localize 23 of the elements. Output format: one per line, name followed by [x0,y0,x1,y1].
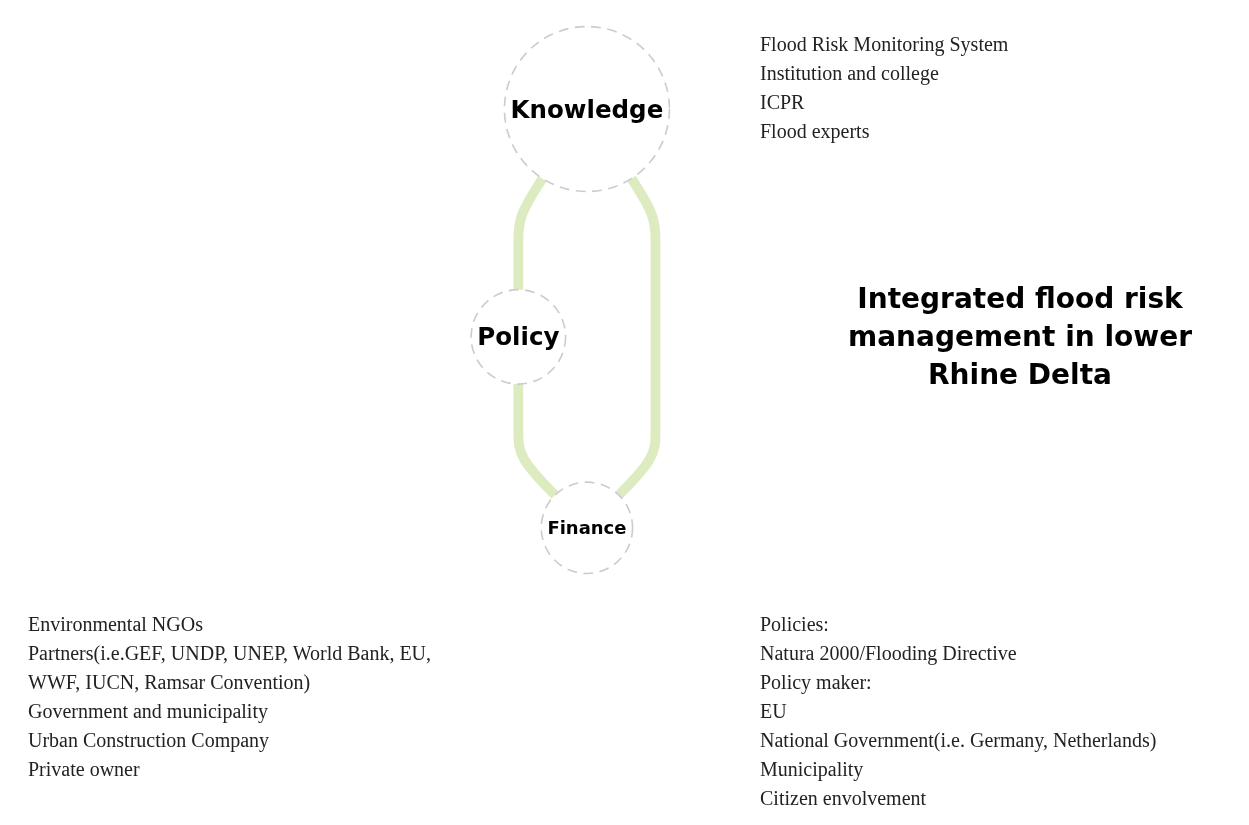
list-item: Institution and college [760,61,940,87]
list-item: Natura 2000/Flooding Directive [760,641,1018,667]
list-item: Partners(i.e.GEF, UNDP, UNEP, World Bank, EU, WWF, IUCN, Ramsar Convention) [28,641,433,696]
list-item: Flood Risk Monitoring System [760,32,1010,58]
list-item: Policies: [760,612,830,637]
list-item: National Government(i.e. Germany, Netherlands) [760,728,1158,754]
list-item: Government and municipality [28,699,269,725]
connector [513,175,547,291]
node-circle: Policy [470,288,567,385]
list-item: Citizen envolvement [760,786,928,811]
node-circle: Finance [540,481,634,575]
list-item: Policy maker: [760,670,873,696]
list-item: Flood experts [760,119,871,145]
list-item: Urban Construction Company [28,728,271,754]
connector [513,383,559,499]
list-item: Environmental NGOs [28,612,204,637]
list-item: EU [760,699,788,724]
list-item: Municipality [760,757,865,783]
list-item: Private owner [28,757,141,782]
center-heading: Integrated flood risk management in lower Rhine Delta [847,281,1193,393]
list-item: ICPR [760,90,806,115]
node-circle: Knowledge [503,25,670,193]
connector [615,175,661,499]
